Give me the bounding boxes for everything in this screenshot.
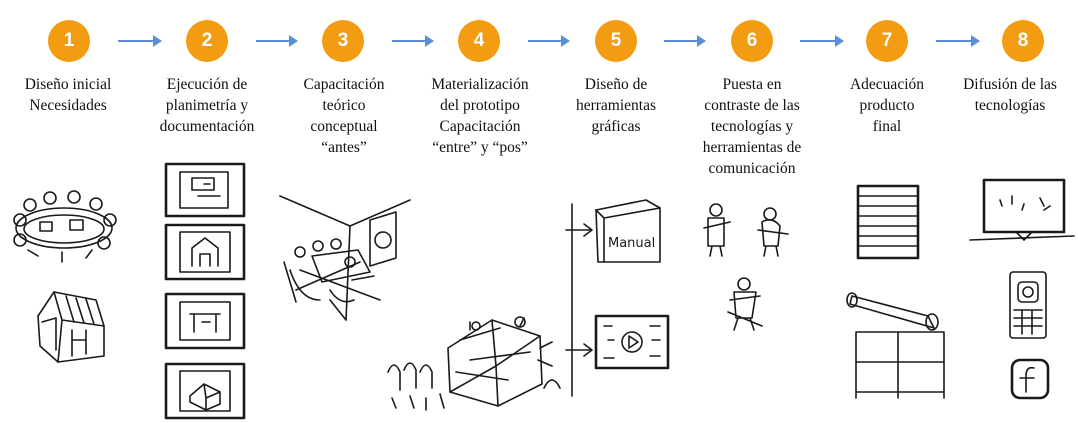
step-3: 3 Capacitación teórico conceptual “antes… xyxy=(276,0,412,423)
meeting-table-sketch xyxy=(13,190,117,263)
step-label: Difusión de las tecnologías xyxy=(963,76,1057,114)
flow-arrow xyxy=(528,35,570,47)
step-5: 5 Diseño de herramientas gráficas xyxy=(548,0,684,423)
step-label: Adecuación producto final xyxy=(849,76,925,135)
step-number-badge: 5 xyxy=(595,20,637,62)
flow-arrow xyxy=(936,35,980,47)
graphic-tools-sketch: Manual xyxy=(565,199,670,397)
step-label: Materialización del prototipo Capacitaci… xyxy=(431,76,529,156)
step-number-badge: 2 xyxy=(186,20,228,62)
flow-arrow xyxy=(256,35,298,47)
communication-people-sketch xyxy=(703,203,789,331)
manual-label: Manual xyxy=(608,236,655,251)
step-number-badge: 3 xyxy=(322,20,364,62)
flow-arrow xyxy=(664,35,706,47)
step-7: 7 Adecuación producto final xyxy=(819,0,955,423)
step-8: 8 Difusión de las tecnologías xyxy=(942,0,1078,423)
final-product-sketch xyxy=(846,184,945,399)
flow-arrow xyxy=(800,35,844,47)
step-number-badge: 8 xyxy=(1002,20,1044,62)
house-sketch xyxy=(37,291,105,363)
step-2: 2 Ejecución de planimetría y documentaci… xyxy=(139,0,275,423)
step-number-badge: 4 xyxy=(458,20,500,62)
step-label: Capacitación teórico conceptual “antes” xyxy=(303,76,385,156)
step-label: Puesta en contraste de las tecnologías y… xyxy=(702,76,802,177)
step-4: 4 Materialización del prototipo Capacita… xyxy=(412,0,548,423)
plan-frames-sketch xyxy=(164,162,246,420)
dissemination-sketch xyxy=(969,178,1075,400)
step-6: 6 Puesta en contraste de las tecnologías… xyxy=(684,0,820,423)
step-label: Ejecución de planimetría y documentación xyxy=(159,76,255,135)
prototype-model-sketch xyxy=(387,316,561,411)
step-label: Diseño inicial Necesidades xyxy=(24,76,112,114)
flow-arrow xyxy=(118,35,162,47)
classroom-sketch xyxy=(279,195,411,321)
flow-arrow xyxy=(392,35,434,47)
step-label: Diseño de herramientas gráficas xyxy=(575,76,657,135)
step-1: 1 Diseño inicial Necesidades xyxy=(0,0,136,423)
step-number-badge: 1 xyxy=(48,20,90,62)
step-number-badge: 6 xyxy=(731,20,773,62)
step-number-badge: 7 xyxy=(866,20,908,62)
